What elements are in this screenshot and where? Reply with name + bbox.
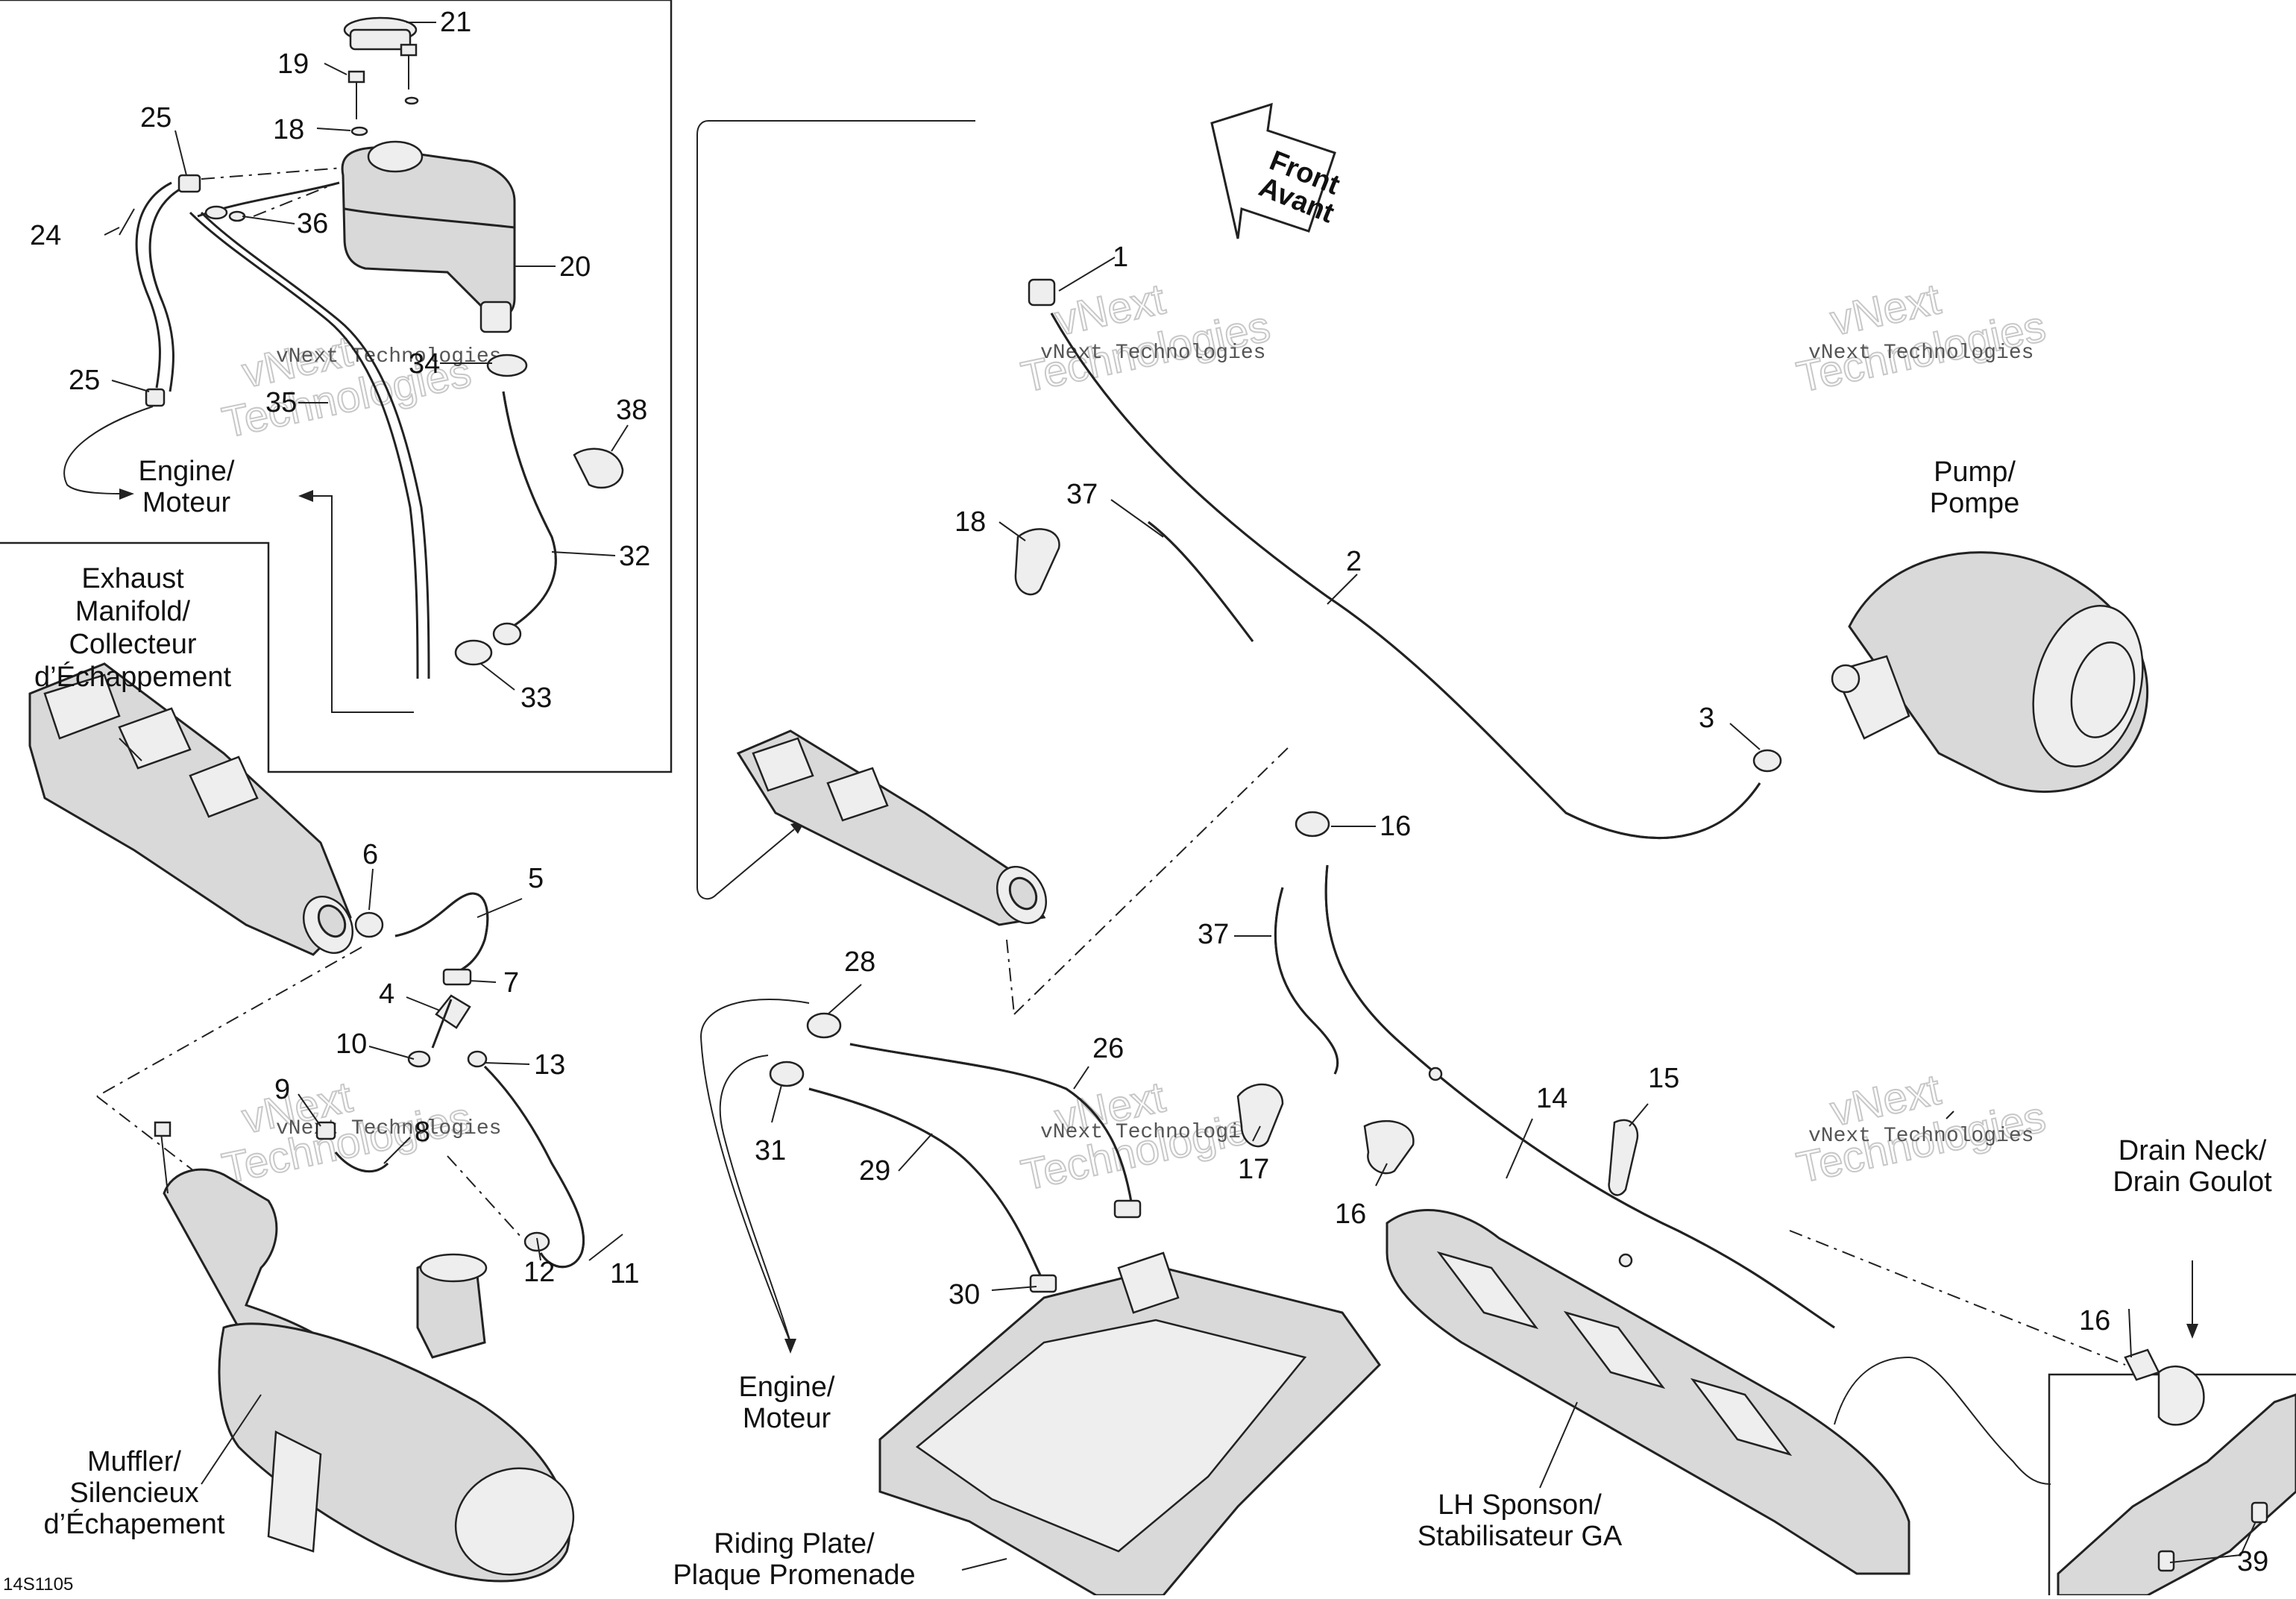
callout-36: 36	[297, 208, 328, 239]
callout-13: 13	[534, 1049, 565, 1081]
frame-top-left	[0, 0, 673, 773]
label-muffler: Muffler/	[87, 1446, 181, 1477]
callout-1: 1	[1113, 242, 1128, 273]
coolant-reservoir-assembly	[63, 16, 624, 713]
label-muffler: Silencieux	[69, 1477, 198, 1509]
callout-15: 15	[1648, 1063, 1679, 1094]
watermark-caption: vNext Technologies	[1040, 342, 1265, 365]
hose-group-5	[96, 892, 585, 1269]
callout-25: 25	[69, 365, 100, 396]
hose-group-2	[696, 120, 1782, 900]
label-riding-plate: Plaque Promenade	[673, 1559, 915, 1591]
callout-25: 25	[140, 102, 172, 133]
label-exhaust-manifold: Exhaust	[81, 563, 184, 594]
callout-14: 14	[1536, 1083, 1567, 1114]
diagram-code: 14S1105	[3, 1574, 73, 1595]
callout-17: 17	[1238, 1154, 1269, 1185]
exhaust-manifold-center	[736, 729, 1291, 1015]
callout-23: 21	[440, 7, 471, 38]
exhaust-manifold-left	[28, 662, 354, 956]
callout-6: 6	[362, 839, 378, 870]
callout-24: 24	[30, 220, 61, 251]
callout-37: 37	[1066, 479, 1098, 510]
callout-37: 37	[1198, 919, 1229, 950]
callout-31: 31	[755, 1135, 786, 1166]
label-engine-bottom: Moteur	[743, 1403, 831, 1434]
callout-39: 39	[2237, 1546, 2268, 1577]
callout-3: 3	[1699, 703, 1714, 734]
callout-32: 32	[619, 541, 650, 572]
lh-sponson	[1386, 1209, 2051, 1575]
callout-7: 7	[503, 967, 519, 999]
callout-34: 33	[520, 682, 552, 714]
watermark-caption: vNext Technologies	[1808, 342, 2034, 365]
label-exhaust-manifold: d’Échappement	[34, 661, 232, 693]
label-engine-top: Moteur	[142, 487, 231, 518]
riding-plate	[878, 1251, 1381, 1597]
callout-2: 2	[1346, 546, 1362, 577]
callout-30: 30	[949, 1279, 980, 1310]
callout-18: 16	[1380, 811, 1411, 842]
callout-26: 26	[1092, 1033, 1124, 1064]
label-muffler: d’Échapement	[44, 1508, 225, 1540]
label-drain-neck: Drain Goulot	[2113, 1166, 2272, 1198]
watermark-caption: vNext Technologies	[276, 345, 501, 368]
front-arrow: Front Avant	[1210, 102, 1344, 239]
label-engine-top: Engine/	[139, 456, 235, 487]
callout-4: 4	[379, 978, 394, 1010]
callout-9: 9	[274, 1074, 290, 1105]
callout-20: 18	[273, 114, 304, 145]
callout-33: 34	[409, 348, 440, 380]
jet-pump	[1831, 551, 2149, 794]
hose-group-26-29	[699, 999, 1142, 1354]
label-pump: Pompe	[1930, 488, 2019, 519]
callout-leaders	[104, 22, 2256, 1571]
watermark-caption: vNext Technologies	[1808, 1125, 2034, 1148]
callout-11: 11	[610, 1258, 639, 1289]
callout-21: 19	[277, 48, 309, 80]
label-exhaust-manifold: Manifold/	[75, 596, 191, 627]
callout-8: 8	[415, 1116, 430, 1148]
label-pump: Pump/	[1934, 456, 2016, 488]
watermark-caption: vNext Technologies	[276, 1117, 501, 1140]
callout-28: 28	[844, 946, 875, 978]
callout-29: 29	[859, 1155, 890, 1187]
label-lh-sponson: Stabilisateur GA	[1418, 1521, 1623, 1552]
callout-38: 38	[616, 395, 647, 426]
callout-16: 16	[1335, 1199, 1366, 1230]
callout-19: 18	[954, 506, 986, 538]
callout-35: 35	[265, 387, 297, 418]
label-riding-plate: Riding Plate/	[714, 1528, 875, 1559]
hose-group-14	[1236, 811, 2205, 1426]
component-labels: Engine/ Moteur Exhaust Manifold/ Collect…	[34, 456, 2272, 1591]
callout-12: 12	[523, 1257, 555, 1288]
callout-18: 16	[2079, 1305, 2110, 1336]
callout-numbers: 21 19 18 25 24 36 20 25 34 35 38 32 33 1…	[30, 7, 2268, 1577]
label-engine-bottom: Engine/	[739, 1372, 835, 1403]
callout-22: 20	[559, 251, 591, 283]
watermark-caption: vNext Technologies	[1040, 1121, 1265, 1144]
callout-10: 10	[336, 1028, 367, 1060]
muffler	[154, 1121, 575, 1583]
callout-5: 5	[528, 863, 544, 894]
label-drain-neck: Drain Neck/	[2119, 1135, 2267, 1166]
frame-bottom-right	[2048, 1373, 2296, 1595]
label-lh-sponson: LH Sponson/	[1438, 1489, 1602, 1521]
label-exhaust-manifold: Collecteur	[69, 629, 196, 660]
